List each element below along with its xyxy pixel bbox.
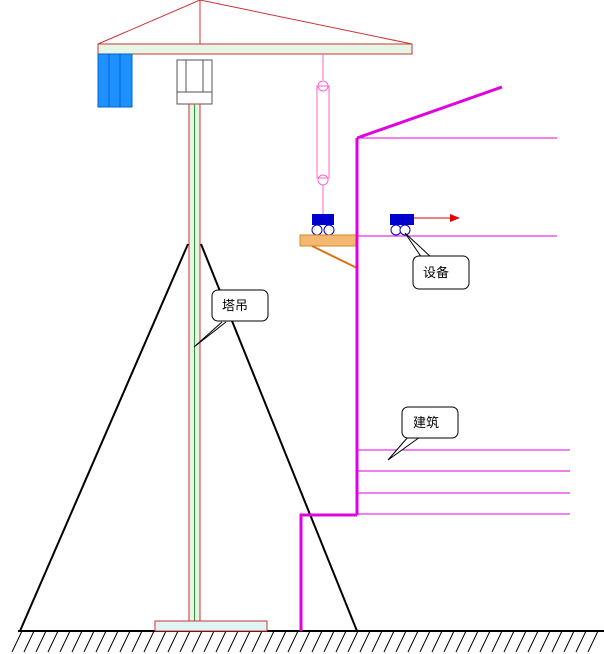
ground-hatch-line	[227, 630, 239, 653]
ground-hatch-line	[443, 630, 455, 653]
callout-building: 建筑	[387, 406, 459, 461]
ground-hatch-line	[203, 630, 215, 653]
ground-hatch-line	[479, 630, 491, 653]
ground-hatch-line	[431, 630, 443, 653]
ground-hatch-line	[395, 630, 407, 653]
ground-hatch-line	[455, 630, 467, 653]
ground-hatch-line	[131, 630, 143, 653]
ground-hatch-line	[419, 630, 431, 653]
ground-hatch-line	[347, 630, 359, 653]
ground-hatch-line	[335, 630, 347, 653]
ground-hatch-line	[299, 630, 311, 653]
ground-hatch-line	[239, 630, 251, 653]
loading-platform	[299, 234, 358, 269]
crane-jib	[97, 0, 413, 55]
ground-hatch-line	[155, 630, 167, 653]
ground-hatch-line	[35, 630, 47, 653]
callout-equipment: 设备	[404, 232, 470, 290]
ground-hatch-line	[587, 630, 599, 653]
ground-hatch-line	[23, 630, 35, 653]
ground-hatch-line	[167, 630, 179, 653]
label-equipment: 设备	[423, 265, 449, 281]
ground-hatch-line	[275, 630, 287, 653]
ground-hatch-line	[263, 630, 275, 653]
crane-base	[154, 620, 268, 632]
ground-hatch-line	[215, 630, 227, 653]
hoist-cable	[316, 54, 330, 214]
ground-hatch-line	[551, 630, 563, 653]
ground-hatch-line	[515, 630, 527, 653]
crane-mast	[188, 103, 201, 623]
ground-hatch-line	[179, 630, 191, 653]
equipment-trolley	[390, 214, 414, 236]
building	[299, 85, 570, 631]
ground	[11, 630, 604, 653]
ground-hatch-line	[527, 630, 539, 653]
label-building: 建筑	[413, 415, 439, 431]
ground-hatch-line	[383, 630, 395, 653]
ground-hatch-line	[467, 630, 479, 653]
ground-hatch-line	[503, 630, 515, 653]
ground-hatch-line	[287, 630, 299, 653]
ground-hatch-line	[47, 630, 59, 653]
ground-hatch-line	[251, 630, 263, 653]
ground-hatch-line	[119, 630, 131, 653]
ground-hatch-line	[323, 630, 335, 653]
ground-hatch-line	[11, 630, 23, 653]
hook-trolley	[311, 214, 335, 236]
ground-hatch-line	[59, 630, 71, 653]
ground-hatch-line	[143, 630, 155, 653]
callout-tower-crane: 塔吊	[193, 289, 269, 348]
ground-hatch-line	[491, 630, 503, 653]
ground-hatch-line	[575, 630, 587, 653]
ground-hatch-line	[83, 630, 95, 653]
ground-hatch-line	[371, 630, 383, 653]
ground-hatch-line	[359, 630, 371, 653]
ground-hatch-line	[563, 630, 575, 653]
label-tower-crane: 塔吊	[222, 299, 248, 314]
ground-hatch-line	[539, 630, 551, 653]
ground-hatch-line	[311, 630, 323, 653]
ground-hatch-line	[71, 630, 83, 653]
counterweight	[97, 53, 133, 108]
ground-hatch-line	[191, 630, 203, 653]
ground-hatch-line	[95, 630, 107, 653]
ground-hatch-line	[407, 630, 419, 653]
ground-hatch-line	[107, 630, 119, 653]
crane-cab	[176, 59, 213, 105]
